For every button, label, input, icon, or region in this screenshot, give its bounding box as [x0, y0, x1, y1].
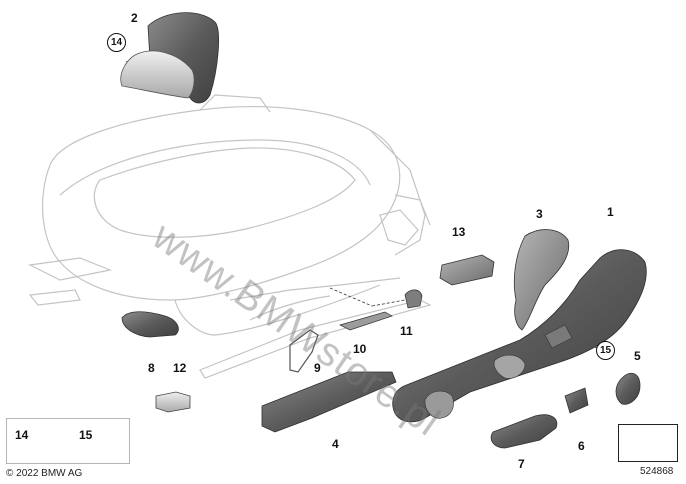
callout-9: 9 — [314, 361, 321, 375]
seat-ghost-outline — [28, 94, 432, 379]
legend-label-14: 14 — [15, 428, 29, 442]
part-3-side-panel — [513, 229, 570, 331]
part-12-cap — [155, 391, 191, 413]
callout-3: 3 — [536, 207, 543, 221]
part-1-outer-side-trim — [392, 249, 647, 423]
fastener-legend: 14 15 — [6, 418, 130, 464]
callout-11: 11 — [400, 324, 413, 338]
part-4-rail-cover — [261, 371, 397, 433]
callout-15-circled: 15 — [596, 341, 615, 360]
callout-7: 7 — [518, 457, 525, 471]
diagram-number: 524868 — [640, 466, 674, 477]
part-6-knob — [564, 387, 589, 414]
callout-8: 8 — [148, 361, 155, 375]
legend-label-15: 15 — [79, 428, 93, 442]
part-2-upper-cover — [120, 12, 219, 104]
part-7-lever — [490, 414, 558, 449]
callout-12: 12 — [173, 361, 187, 375]
callout-4: 4 — [332, 437, 339, 451]
callout-2: 2 — [131, 11, 138, 25]
part-8-trim — [121, 311, 179, 338]
navigation-arrow-box[interactable] — [618, 424, 678, 462]
callout-14-circled: 14 — [107, 33, 126, 52]
part-10-rail — [339, 311, 393, 331]
part-13-bracket — [439, 254, 495, 286]
part-11-clip — [404, 289, 423, 309]
part-9-bracket — [289, 329, 319, 373]
callout-5: 5 — [634, 349, 641, 363]
callout-6: 6 — [578, 439, 585, 453]
part-5-cap — [615, 372, 641, 405]
callout-10: 10 — [353, 342, 367, 356]
copyright-text: © 2022 BMW AG — [6, 468, 83, 479]
callout-13: 13 — [452, 225, 466, 239]
callout-1: 1 — [607, 205, 614, 219]
